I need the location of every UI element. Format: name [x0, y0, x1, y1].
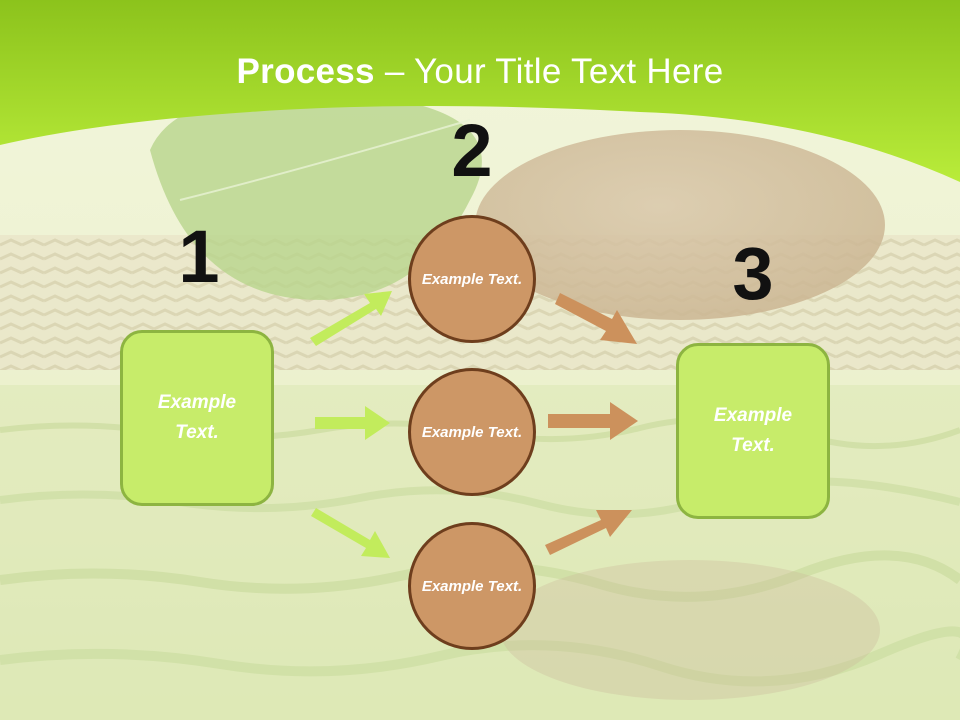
step-number-2: 2	[451, 109, 493, 192]
step-number-1: 1	[178, 215, 220, 298]
circle-middle: Example Text.	[408, 368, 536, 496]
step-3-text: Example Text.	[713, 405, 793, 456]
step-number-3: 3	[732, 232, 774, 315]
arrow-green-down	[311, 508, 390, 558]
circle-bottom: Example Text.	[408, 522, 536, 650]
step-3-box: Example Text.	[676, 343, 830, 519]
circle-top-text: Example Text.	[421, 270, 523, 288]
arrow-brown-down	[555, 293, 637, 344]
arrow-green-right	[315, 406, 390, 440]
circle-top: Example Text.	[408, 215, 536, 343]
arrow-brown-right	[548, 402, 638, 440]
circle-middle-text: Example Text.	[421, 423, 523, 441]
title-bold: Process	[236, 52, 375, 91]
title-rest: – Your Title Text Here	[374, 52, 724, 91]
step-1-box: Example Text.	[120, 330, 274, 506]
arrow-green-up	[310, 291, 392, 346]
circle-bottom-text: Example Text.	[421, 577, 523, 595]
step-1-text: Example Text.	[157, 392, 237, 443]
arrow-brown-up	[545, 510, 632, 555]
slide-title: Process – Your Title Text Here	[0, 52, 960, 92]
